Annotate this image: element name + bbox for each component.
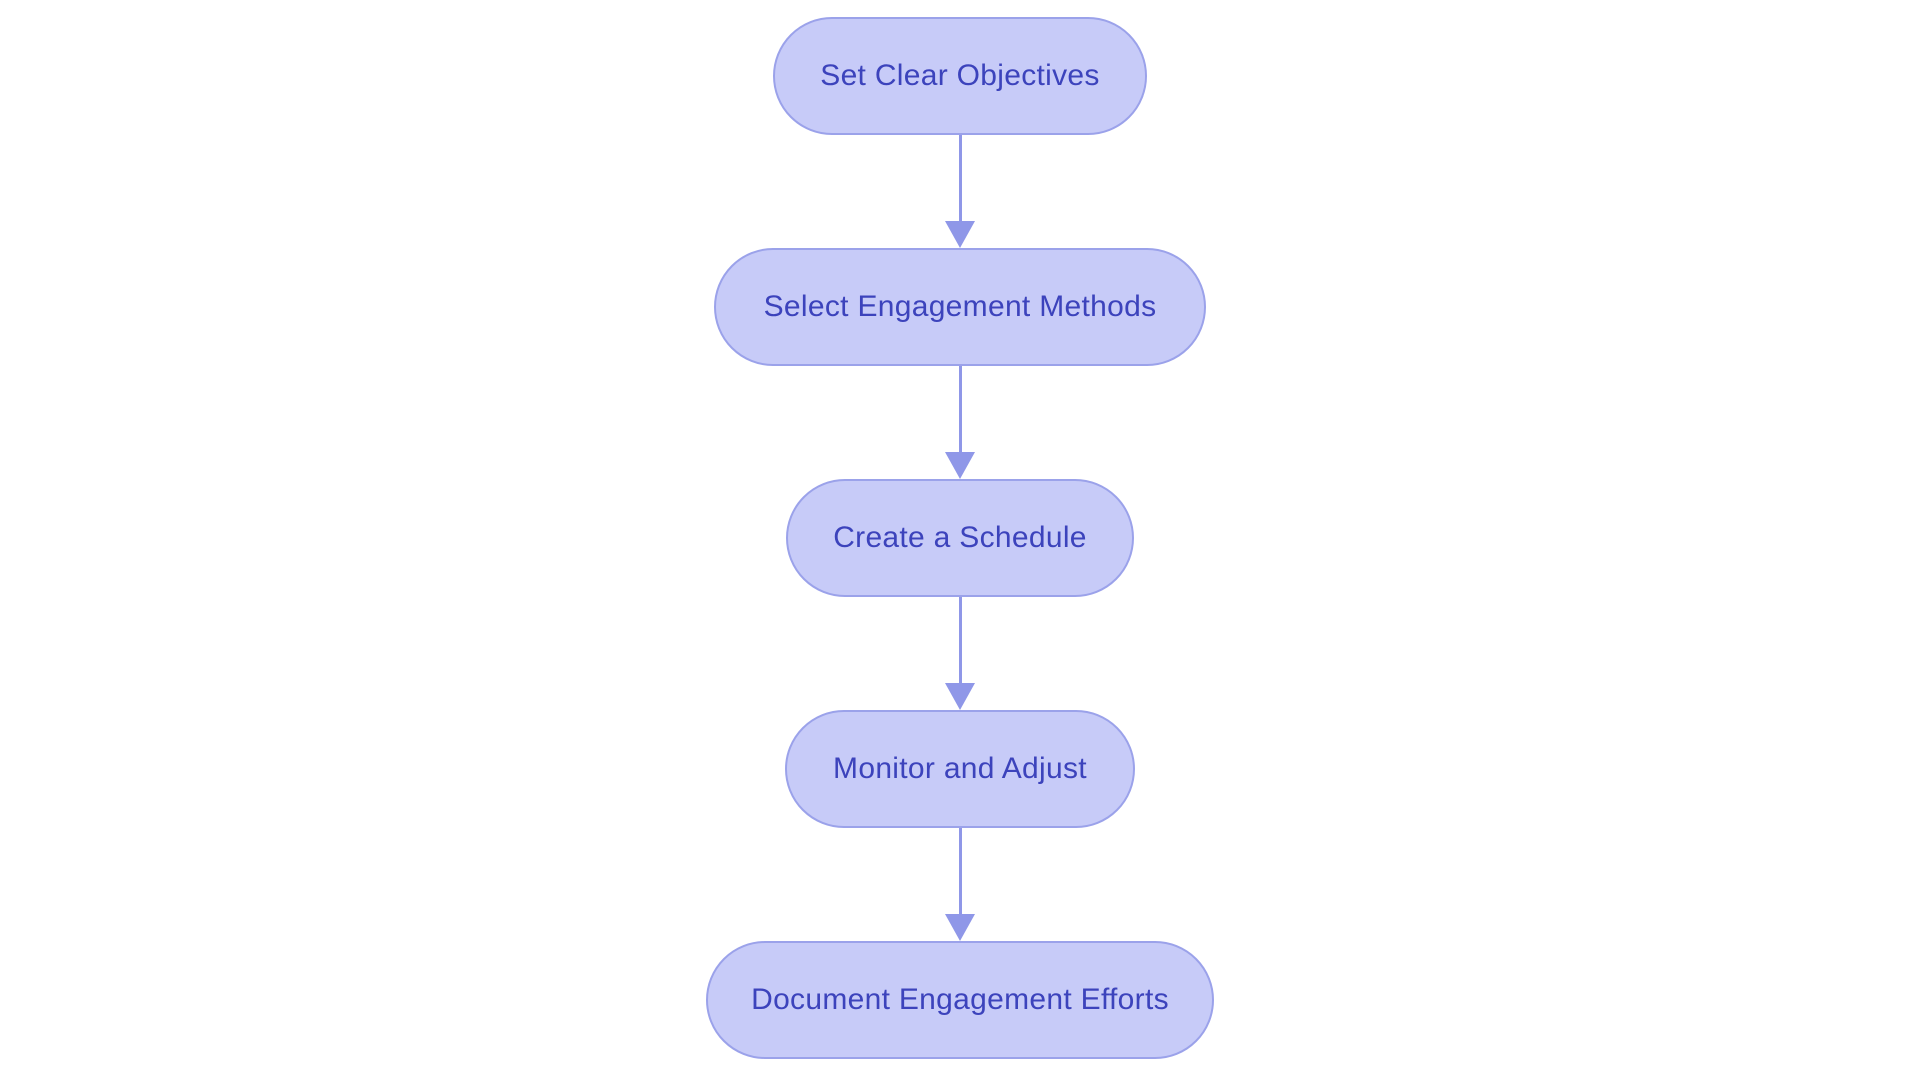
flow-arrow-4 bbox=[945, 828, 975, 941]
flow-node-document-engagement-efforts: Document Engagement Efforts bbox=[706, 941, 1214, 1059]
flow-node-select-engagement-methods: Select Engagement Methods bbox=[714, 248, 1206, 366]
arrow-line bbox=[958, 828, 962, 914]
flow-node-create-a-schedule: Create a Schedule bbox=[786, 479, 1134, 597]
node-label: Monitor and Adjust bbox=[833, 752, 1087, 785]
node-label: Set Clear Objectives bbox=[820, 59, 1100, 92]
flow-node-set-clear-objectives: Set Clear Objectives bbox=[773, 17, 1147, 135]
arrow-line bbox=[958, 597, 962, 683]
arrow-down-icon bbox=[945, 452, 975, 479]
flow-arrow-3 bbox=[945, 597, 975, 710]
arrow-line bbox=[958, 135, 962, 221]
node-label: Document Engagement Efforts bbox=[751, 983, 1169, 1016]
flow-arrow-1 bbox=[945, 135, 975, 248]
flowchart: Set Clear Objectives Select Engagement M… bbox=[706, 17, 1214, 1059]
node-label: Select Engagement Methods bbox=[763, 290, 1157, 323]
node-label: Create a Schedule bbox=[833, 521, 1087, 554]
flow-arrow-2 bbox=[945, 366, 975, 479]
flow-node-monitor-and-adjust: Monitor and Adjust bbox=[785, 710, 1135, 828]
arrow-down-icon bbox=[945, 221, 975, 248]
arrow-down-icon bbox=[945, 914, 975, 941]
arrow-line bbox=[958, 366, 962, 452]
arrow-down-icon bbox=[945, 683, 975, 710]
